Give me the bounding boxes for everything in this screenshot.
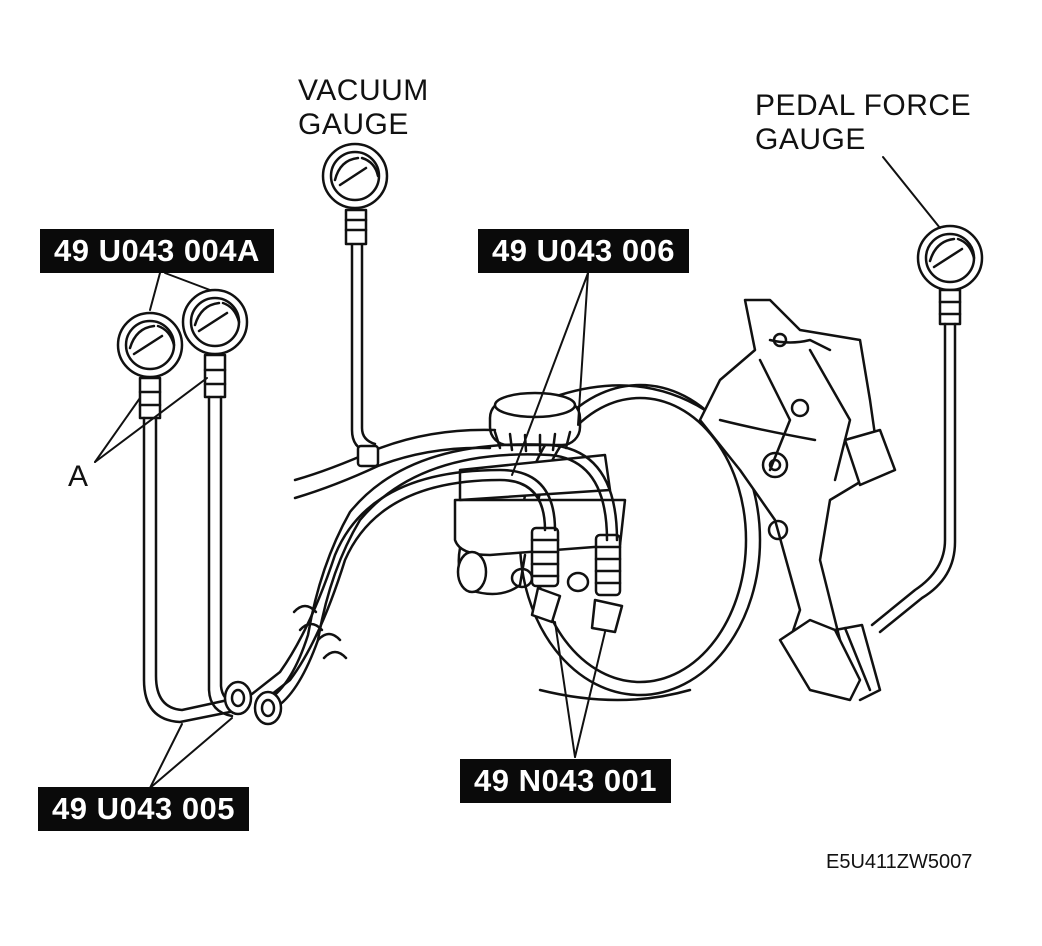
callout-a: A — [68, 460, 89, 493]
pedal-force-label-line2: GAUGE — [755, 123, 866, 156]
pedal-force-gauge-label: PEDAL FORCE GAUGE — [755, 89, 971, 157]
vacuum-gauge — [321, 142, 389, 246]
leader-lines — [94, 156, 941, 789]
tag-adapter-set: 49 N043 001 — [460, 759, 672, 803]
vacuum-gauge-label-line1: VACUUM — [298, 74, 429, 107]
hoses-to-joints — [250, 443, 619, 708]
gauge-hoses — [142, 395, 238, 724]
tag-joint-set: 49 U043 005 — [38, 787, 250, 831]
figure-reference-id: E5U411ZW5007 — [826, 851, 973, 873]
adapter-left — [530, 526, 562, 624]
joints — [223, 680, 283, 726]
pressure-gauge-left — [116, 311, 184, 420]
pressure-gauge-right — [181, 288, 249, 399]
tag-gauge-set: 49 U043 004A — [40, 229, 274, 273]
adapter-right — [590, 533, 624, 634]
tag-hose-set: 49 U043 006 — [478, 229, 690, 273]
brake-pedal — [778, 618, 882, 702]
vacuum-gauge-label-line2: GAUGE — [298, 108, 409, 141]
pedal-force-label-line1: PEDAL FORCE — [755, 89, 972, 122]
pedal-force-gauge — [870, 224, 984, 634]
vacuum-hose — [293, 241, 497, 500]
vacuum-gauge-label: VACUUM GAUGE — [298, 74, 429, 142]
